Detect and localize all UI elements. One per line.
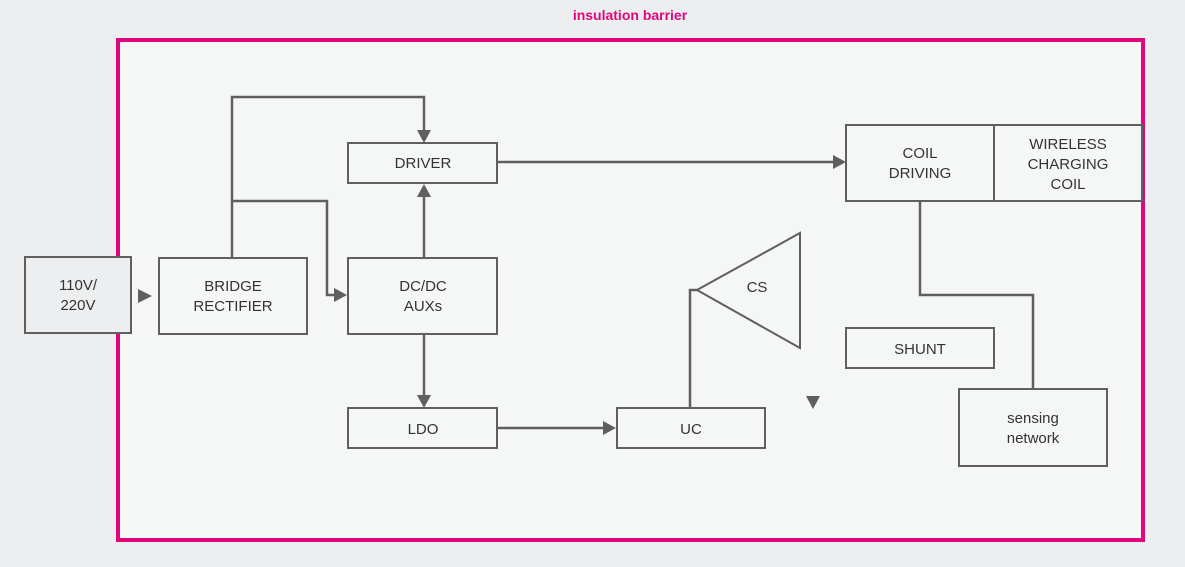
input-block: 110V/ 220V [24,256,132,334]
arrow-into-bridge [138,289,152,303]
bridge-label-line2: RECTIFIER [193,298,272,315]
input-label-line2: 220V [60,297,95,314]
uc-label: UC [680,421,702,438]
wire-uc-to-cs [688,288,697,408]
wire-coil-to-sensing [918,201,1035,389]
arrow-into-dcdc [334,288,347,302]
wireless-label-line1: WIRELESS [1029,136,1107,153]
wireless-charging-coil-block: WIRELESS CHARGING COIL [993,124,1143,202]
sensing-label-line2: network [1007,430,1060,447]
connections [138,95,1035,435]
arrow-into-driver-bottom [417,184,431,197]
insulation-barrier-label: insulation barrier [572,7,688,23]
sensing-label-line1: sensing [1007,410,1059,427]
arrow-into-ldo [417,395,431,408]
wire-bridge-to-dcdc [232,199,335,297]
uc-block: UC [616,407,766,449]
bridge-rectifier-block: BRIDGE RECTIFIER [158,257,308,335]
wire-bridge-to-driver [230,95,426,258]
dcdc-label-line2: AUXs [404,298,442,315]
ldo-block: LDO [347,407,498,449]
shunt-label: SHUNT [894,341,946,358]
driver-block: DRIVER [347,142,498,184]
arrow-into-driver-top [417,130,431,143]
wireless-label-line3: COIL [1050,176,1085,193]
arrow-into-uc [603,421,616,435]
input-label-line1: 110V/ [59,277,98,294]
coil-driving-label-line1: COIL [902,145,937,162]
down-arrow-marker [806,396,820,409]
driver-label: DRIVER [395,155,452,172]
sensing-network-block: sensing network [958,388,1108,467]
bridge-label-line1: BRIDGE [204,278,262,295]
coil-driving-block: COIL DRIVING [845,124,995,202]
cs-amplifier: CS [694,231,801,350]
dcdc-label-line1: DC/DC [399,278,447,295]
dcdc-block: DC/DC AUXs [347,257,498,335]
arrow-into-coil-driving [833,155,846,169]
ldo-label: LDO [408,421,439,438]
cs-label: CS [747,279,768,296]
coil-driving-label-line2: DRIVING [889,165,952,182]
shunt-block: SHUNT [845,327,995,369]
wireless-label-line2: CHARGING [1028,156,1109,173]
